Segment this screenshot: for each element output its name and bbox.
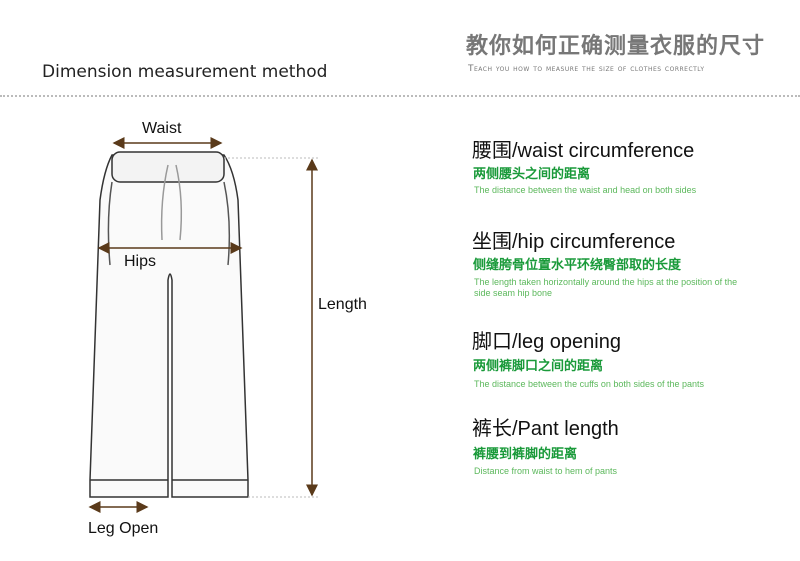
- length-label: Length: [318, 296, 367, 313]
- waist-cn-desc: 两侧腰头之间的距离: [473, 166, 591, 181]
- chinese-title: 教你如何正确测量衣服的尺寸: [466, 34, 766, 59]
- waist-heading: 腰围/waist circumference: [472, 140, 695, 162]
- waist-label: Waist: [142, 120, 182, 137]
- pant-length-cn-desc: 裤腰到裤脚的距离: [473, 446, 578, 461]
- hip-cn-desc: 侧缝胯骨位置水平环绕臀部取的长度: [473, 257, 682, 272]
- leg-open-label: Leg Open: [88, 520, 159, 537]
- page-title: Dimension measurement method: [42, 62, 328, 82]
- english-subtitle: Teach you how to measure the size of clo…: [468, 64, 705, 74]
- pant-length-en-desc: Distance from waist to hem of pants: [474, 466, 618, 476]
- leg-opening-heading: 脚口/leg opening: [472, 331, 621, 353]
- pant-length-heading: 裤长/Pant length: [472, 418, 619, 440]
- leg-opening-cn-desc: 两侧裤脚口之间的距离: [473, 358, 604, 373]
- hips-label: Hips: [124, 253, 157, 270]
- dotted-divider: [0, 95, 800, 97]
- waist-en-desc: The distance between the waist and head …: [474, 185, 697, 195]
- pants-outline: [89, 151, 249, 498]
- hip-heading: 坐围/hip circumference: [472, 231, 676, 253]
- hip-en-desc: The length taken horizontally around the…: [474, 277, 738, 298]
- leg-opening-en-desc: The distance between the cuffs on both s…: [474, 379, 704, 389]
